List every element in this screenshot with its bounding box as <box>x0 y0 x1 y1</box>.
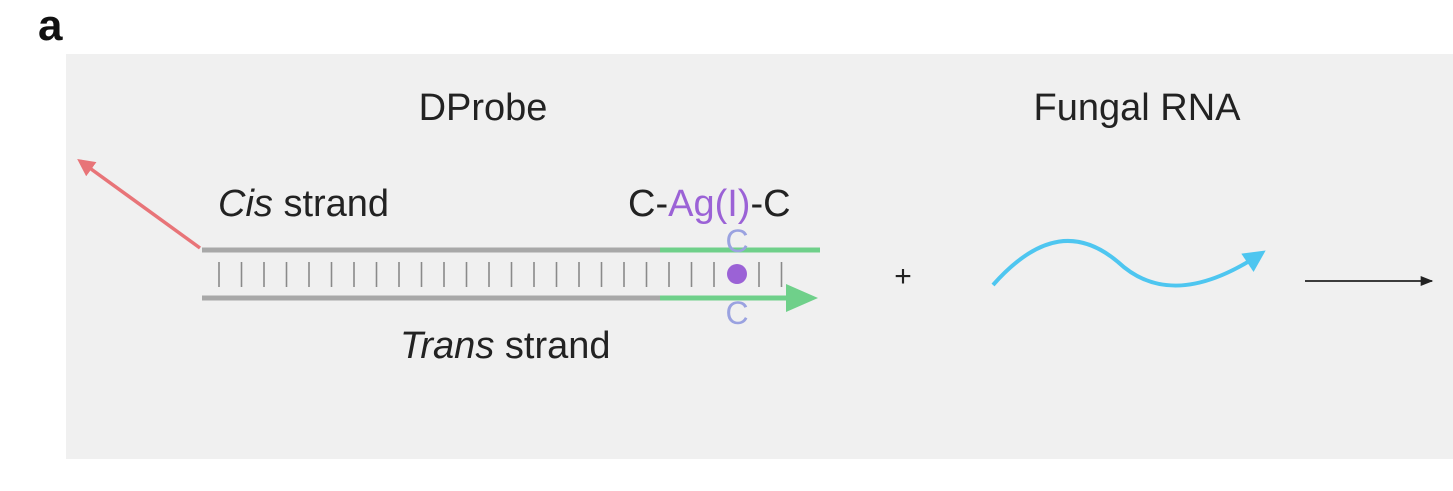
panel-label: a <box>38 1 63 50</box>
base-pair-rungs <box>218 262 783 287</box>
diagram-panel <box>66 54 1453 459</box>
plus-sign: + <box>894 260 912 293</box>
fungal-rna-title: Fungal RNA <box>1034 87 1242 129</box>
release-arrow-icon <box>77 158 202 250</box>
ag-complex-label: C-Ag(I)-C <box>628 183 791 225</box>
trans-rest: strand <box>494 325 610 367</box>
complex-left: C- <box>628 183 668 225</box>
complex-silver: Ag(I) <box>668 183 750 225</box>
wavy-rna-arrow-icon <box>991 239 1266 288</box>
trans-strand-label: Trans strand <box>400 325 611 367</box>
silver-ion-icon <box>727 264 747 284</box>
cis-strand-label: Cis strand <box>218 183 389 225</box>
trans-arrowhead-icon <box>786 284 818 312</box>
cis-rest: strand <box>273 183 389 225</box>
trans-italic: Trans <box>400 325 494 367</box>
dprobe-title: DProbe <box>419 87 548 129</box>
complex-right: -C <box>750 183 790 225</box>
top-base-c: C <box>725 223 748 259</box>
bottom-base-c: C <box>725 295 748 331</box>
cis-italic: Cis <box>218 183 273 225</box>
